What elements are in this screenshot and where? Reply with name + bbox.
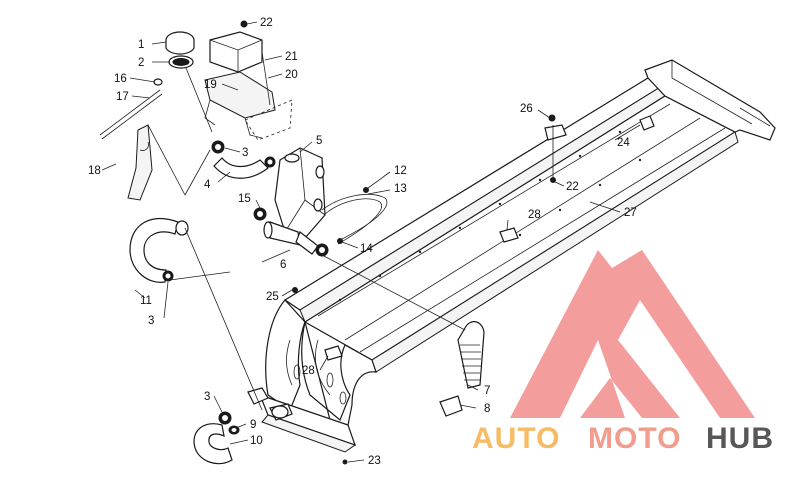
leader-lines	[101, 21, 641, 463]
callout-label: 20	[285, 69, 298, 81]
callout-label: 28	[302, 365, 315, 377]
callout-label: 10	[250, 435, 263, 447]
callout-label: 4	[204, 179, 211, 191]
callout-label: 6	[280, 259, 286, 271]
callout-label: 23	[368, 455, 381, 467]
coolant-bottle-assembly	[99, 31, 293, 201]
logo-word-hub: HUB	[706, 422, 774, 455]
thermostat-housing	[253, 147, 388, 257]
callout-label: 9	[250, 419, 256, 431]
callout-label: 8	[484, 403, 490, 415]
callout-label: 27	[624, 207, 637, 219]
callout-label: 22	[260, 17, 273, 29]
callout-label: 12	[394, 165, 407, 177]
watermark-logo: AUTO MOTO HUB	[472, 250, 774, 455]
callout-label: 5	[316, 135, 322, 147]
callout-label: 3	[242, 147, 248, 159]
callout-labels: 1 2 16 17 19 22 21 20 3 4 5 18 15 12 13 …	[88, 17, 637, 467]
rail-rivets	[338, 130, 642, 302]
callout-label: 3	[204, 391, 210, 403]
callout-label: 18	[88, 165, 101, 177]
callout-label: 1	[138, 39, 144, 51]
callout-label: 26	[520, 103, 533, 115]
frame-rail	[258, 59, 776, 453]
callout-label: 16	[114, 73, 127, 85]
callout-label: 22	[566, 181, 579, 193]
callout-label: 15	[238, 193, 251, 205]
logo-word-auto: AUTO	[472, 422, 560, 455]
callout-label: 7	[484, 385, 490, 397]
callout-label: 3	[148, 315, 154, 327]
hose-10	[193, 387, 293, 465]
callout-label: 28	[528, 209, 541, 221]
callout-label: 11	[140, 295, 152, 307]
hose-7	[439, 321, 485, 417]
callout-label: 21	[285, 51, 298, 63]
logo-triangle-mark	[510, 250, 755, 418]
small-fasteners	[240, 20, 655, 465]
callout-label: 24	[617, 137, 630, 149]
callout-label: 19	[204, 79, 217, 91]
callout-label: 13	[394, 183, 407, 195]
callout-label: 17	[116, 91, 129, 103]
callout-label: 2	[138, 57, 144, 69]
callout-label: 14	[360, 243, 373, 255]
callout-label: 25	[266, 291, 279, 303]
logo-word-moto: MOTO	[588, 422, 681, 455]
hose-11	[129, 218, 189, 283]
